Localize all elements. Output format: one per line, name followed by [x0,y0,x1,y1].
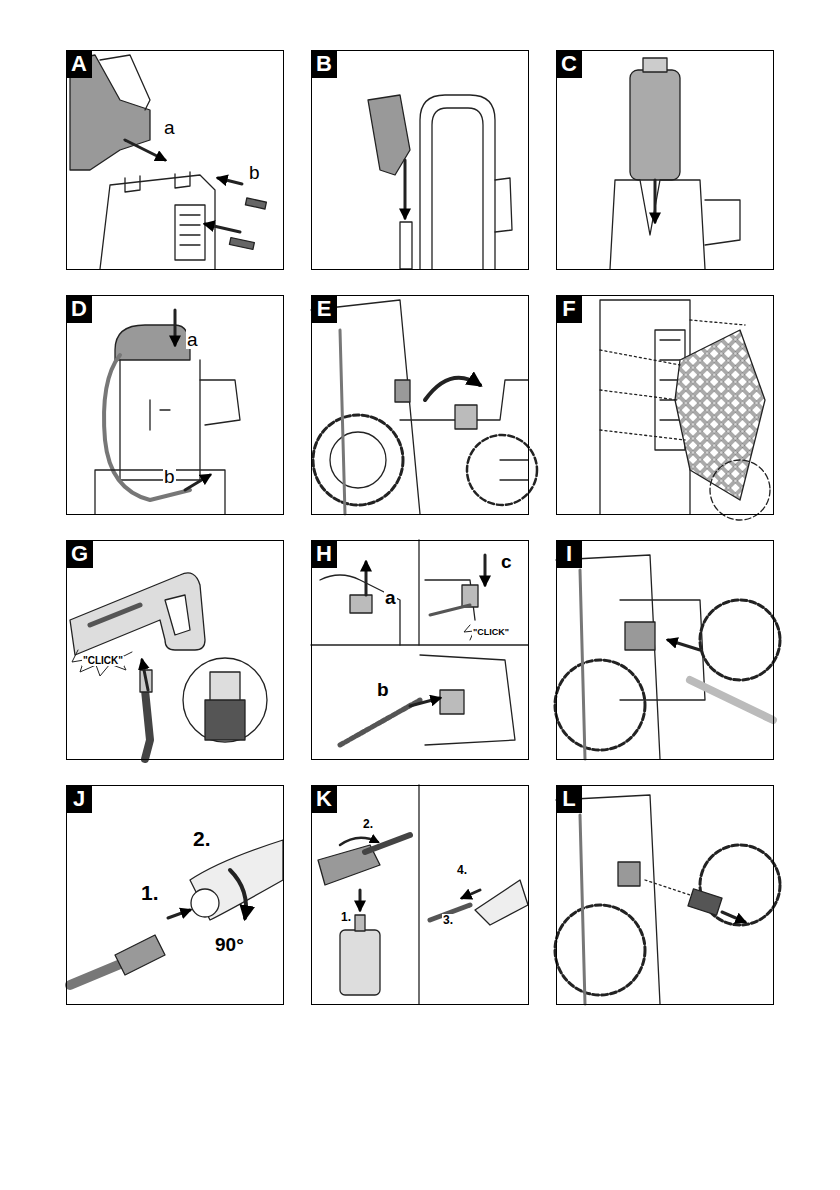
panel-letter: L [557,786,582,813]
figure-panel: B [311,50,529,270]
callout-label: "CLICK" [472,628,510,637]
panel-letter: H [312,541,337,568]
callout-label: a [186,330,199,349]
figure-panel: H [311,540,529,760]
panel-letter: E [312,296,337,323]
figure-panel: E [311,295,529,515]
panel-letter: G [67,541,93,568]
callout-label: 90° [214,935,245,954]
figure-panel: J [66,785,284,1005]
callout-label: a [163,118,176,137]
callout-label: 1. [140,882,160,903]
callout-label: 3. [442,914,454,926]
figure-panel: A [66,50,284,270]
callout-label: b [163,467,176,486]
panel-letter: K [312,786,337,813]
callout-label: 2. [192,828,212,849]
panel-letter: I [557,541,582,568]
panel-letter: J [67,786,92,813]
figure-panel: I [556,540,774,760]
panel-letter: C [557,51,582,78]
callout-label: 4. [456,864,468,876]
callout-label: 1. [340,911,352,923]
callout-label: 2. [362,818,374,830]
callout-label: b [248,163,261,182]
callout-label: c [500,552,513,571]
figure-panel: C [556,50,774,270]
panel-letter: F [557,296,582,323]
callout-label: b [376,680,390,699]
figure-panel: G [66,540,284,760]
callout-label: a [384,588,397,607]
panel-letter: B [312,51,337,78]
figure-panel: L [556,785,774,1005]
figure-panel: F [556,295,774,515]
panel-letter: D [67,296,92,323]
panel-letter: A [67,51,92,78]
figure-panel: K [311,785,529,1005]
callout-label: "CLICK" [82,656,124,666]
